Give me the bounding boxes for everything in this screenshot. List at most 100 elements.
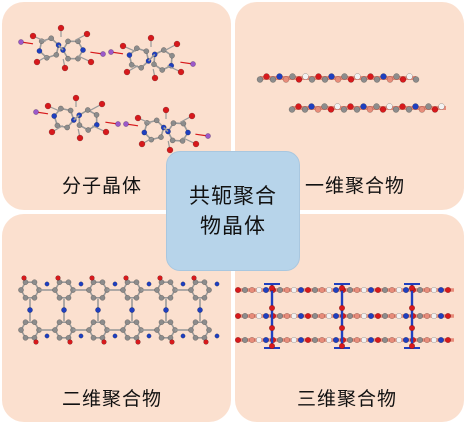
chain-atom bbox=[360, 76, 368, 83]
framework-atom bbox=[262, 336, 270, 344]
framework-atom bbox=[444, 336, 452, 344]
chain-atom bbox=[341, 73, 348, 80]
oxygen-atom bbox=[48, 128, 56, 136]
carbon-atom bbox=[167, 319, 174, 326]
carbon-atom bbox=[86, 287, 92, 293]
oxygen-atom bbox=[61, 64, 69, 72]
nitrogen-atom bbox=[80, 47, 86, 53]
carbon-atom bbox=[54, 122, 61, 129]
carbon-atom bbox=[192, 334, 199, 341]
carbon-atom bbox=[64, 124, 71, 131]
oxygen-atom bbox=[408, 342, 416, 350]
center-title-box: 共轭聚合 物晶体 bbox=[166, 151, 300, 271]
framework-atom bbox=[395, 336, 403, 344]
chain-atom bbox=[302, 73, 309, 80]
carbon-atom bbox=[154, 287, 160, 293]
carbon-atom bbox=[99, 294, 106, 301]
framework-atom bbox=[234, 312, 242, 320]
chain-atom bbox=[282, 76, 290, 83]
framework-atom bbox=[255, 312, 263, 320]
chain-atom bbox=[289, 73, 296, 80]
carbon-atom bbox=[48, 35, 55, 42]
framework-atom bbox=[430, 336, 438, 344]
carbon-atom bbox=[133, 294, 140, 301]
oxygen-atom bbox=[101, 339, 107, 345]
carbon-atom bbox=[124, 334, 131, 341]
carbon-atom bbox=[143, 48, 150, 55]
oxygen-atom bbox=[138, 140, 146, 148]
oxygen-atom bbox=[67, 339, 73, 345]
carbon-atom bbox=[99, 279, 106, 286]
chain-atom bbox=[295, 76, 303, 83]
oxygen-atom bbox=[268, 304, 276, 312]
chain-atom bbox=[412, 103, 419, 110]
oxygen-atom bbox=[83, 30, 91, 38]
chain-atom bbox=[353, 106, 361, 113]
carbon-atom bbox=[158, 334, 165, 341]
oxygen-atom bbox=[169, 339, 175, 345]
carbon-atom bbox=[90, 294, 97, 301]
framework-atom bbox=[367, 336, 375, 344]
framework-atom bbox=[367, 312, 375, 320]
carbon-atom bbox=[169, 137, 176, 144]
framework-atom bbox=[248, 312, 256, 320]
framework-atom bbox=[388, 336, 396, 344]
chain-atom bbox=[256, 76, 264, 83]
oxygen-atom bbox=[33, 339, 39, 345]
framework-atom bbox=[290, 286, 298, 294]
iodine-atom bbox=[205, 133, 211, 139]
carbon-atom bbox=[192, 294, 199, 301]
carbon-atom bbox=[18, 327, 24, 333]
framework-atom bbox=[297, 312, 305, 320]
bond bbox=[57, 44, 64, 51]
carbon-atom bbox=[158, 134, 164, 141]
oxygen-atom bbox=[123, 275, 129, 281]
oxygen-atom bbox=[119, 42, 127, 50]
chain-atom bbox=[334, 103, 341, 110]
nitrogen-atom bbox=[146, 281, 152, 287]
chain-atom bbox=[315, 73, 322, 80]
carbon-atom bbox=[65, 279, 72, 286]
framework-atom bbox=[402, 312, 410, 320]
framework-atom bbox=[318, 336, 326, 344]
chain-atom bbox=[308, 76, 316, 83]
chain-atom bbox=[347, 76, 355, 83]
nitrogen-atom bbox=[163, 307, 169, 313]
label-molecular-crystal: 分子晶体 bbox=[62, 175, 143, 197]
framework-atom bbox=[276, 312, 284, 320]
framework-atom bbox=[262, 312, 270, 320]
carbon-atom bbox=[151, 61, 157, 68]
framework-atom bbox=[353, 336, 361, 344]
oxygen-atom bbox=[89, 275, 95, 281]
bond bbox=[147, 53, 156, 62]
carbon-atom bbox=[52, 327, 58, 333]
carbon-atom bbox=[65, 38, 71, 45]
nitrogen-atom bbox=[44, 281, 50, 287]
chain-atom bbox=[308, 103, 315, 110]
nitrogen-atom bbox=[214, 281, 220, 287]
framework-atom bbox=[395, 312, 403, 320]
framework-atom bbox=[318, 312, 326, 320]
nitrogen-atom bbox=[61, 307, 67, 313]
framework-atom bbox=[395, 286, 403, 294]
framework-atom bbox=[241, 336, 249, 344]
framework-atom bbox=[437, 336, 445, 344]
chain-atom bbox=[412, 76, 420, 83]
carbon-atom bbox=[53, 51, 60, 58]
framework-atom bbox=[262, 286, 270, 294]
chain-atom bbox=[379, 106, 387, 113]
framework-atom bbox=[276, 286, 284, 294]
oxygen-atom bbox=[55, 275, 61, 281]
carbon-atom bbox=[76, 122, 83, 129]
oxygen-atom bbox=[268, 342, 276, 350]
carbon-atom bbox=[201, 294, 208, 301]
carbon-atom bbox=[31, 319, 38, 326]
carbon-atom bbox=[18, 287, 24, 293]
oxygen-atom bbox=[44, 102, 52, 110]
framework-atom bbox=[367, 286, 375, 294]
nitrogen-atom bbox=[197, 307, 203, 313]
framework-atom bbox=[325, 286, 333, 294]
chain-atom bbox=[314, 106, 322, 113]
carbon-atom bbox=[133, 319, 140, 326]
